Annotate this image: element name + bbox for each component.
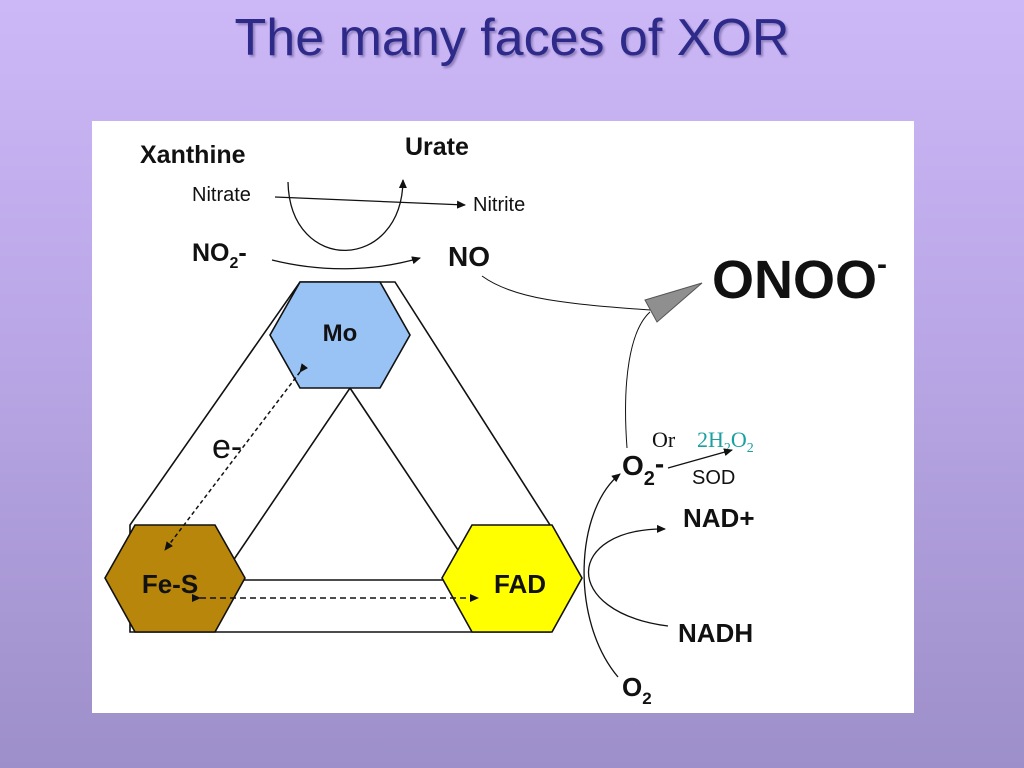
superoxide-to-peroxynitrite-curve: [625, 311, 651, 449]
nitrate-label: Nitrate: [192, 184, 251, 206]
nitrite-ion-symbol: NO: [192, 239, 230, 267]
peroxynitrite-symbol: ONOO: [712, 250, 877, 310]
fad-label: FAD: [494, 569, 546, 599]
nitrite-label: Nitrite: [473, 194, 525, 216]
nad-plus-label: NAD+: [683, 503, 755, 533]
sod-arrow: [667, 448, 733, 469]
superoxide-symbol: O: [622, 450, 644, 481]
fes-hexagon: [104, 524, 246, 633]
no-to-peroxynitrite-curve: [481, 275, 651, 311]
nadh-to-nad-arrow: [587, 524, 669, 627]
oxygen-symbol: O: [622, 672, 642, 702]
fes-label: Fe-S: [142, 569, 198, 599]
superoxide-subscript: 2: [644, 468, 655, 490]
xanthine-to-urate-arrow: [287, 179, 407, 252]
hydrogen-peroxide-sub2: 2: [747, 441, 754, 456]
hydrogen-peroxide-sub1: 2: [724, 441, 731, 456]
oxygen-to-superoxide-arrow: [583, 473, 621, 678]
electron-transfer-arrow-mo-fes: [164, 363, 309, 551]
nitrite-ion-label: NO2-: [192, 239, 247, 272]
xanthine-label: Xanthine: [140, 141, 246, 169]
hydrogen-peroxide-h: 2H: [697, 427, 724, 452]
urate-label: Urate: [405, 133, 469, 161]
nitrite-ion-subscript: 2: [230, 255, 239, 272]
no-label: NO: [448, 241, 490, 272]
nadh-label: NADH: [678, 618, 753, 648]
sod-label: SOD: [692, 467, 735, 489]
peroxynitrite-charge: -: [877, 248, 887, 281]
fad-hexagon: [441, 524, 583, 633]
slide-title: The many faces of XOR: [234, 9, 790, 67]
or-label: Or: [652, 427, 676, 452]
oxygen-label: O2: [622, 672, 652, 708]
peroxynitrite-label: ONOO-: [712, 248, 887, 310]
nitrite-ion-charge: -: [238, 239, 246, 267]
nitrite-to-no-arrow: [271, 256, 421, 270]
oxygen-subscript: 2: [642, 689, 651, 708]
superoxide-label: O2-: [622, 448, 664, 490]
peroxynitrite-arrowhead: [644, 282, 703, 323]
superoxide-charge: -: [655, 448, 664, 479]
nitrate-to-nitrite-arrow: [274, 196, 466, 209]
electron-label: e-: [212, 428, 242, 466]
mo-label: Mo: [323, 320, 358, 347]
hydrogen-peroxide-o: O: [731, 427, 747, 452]
